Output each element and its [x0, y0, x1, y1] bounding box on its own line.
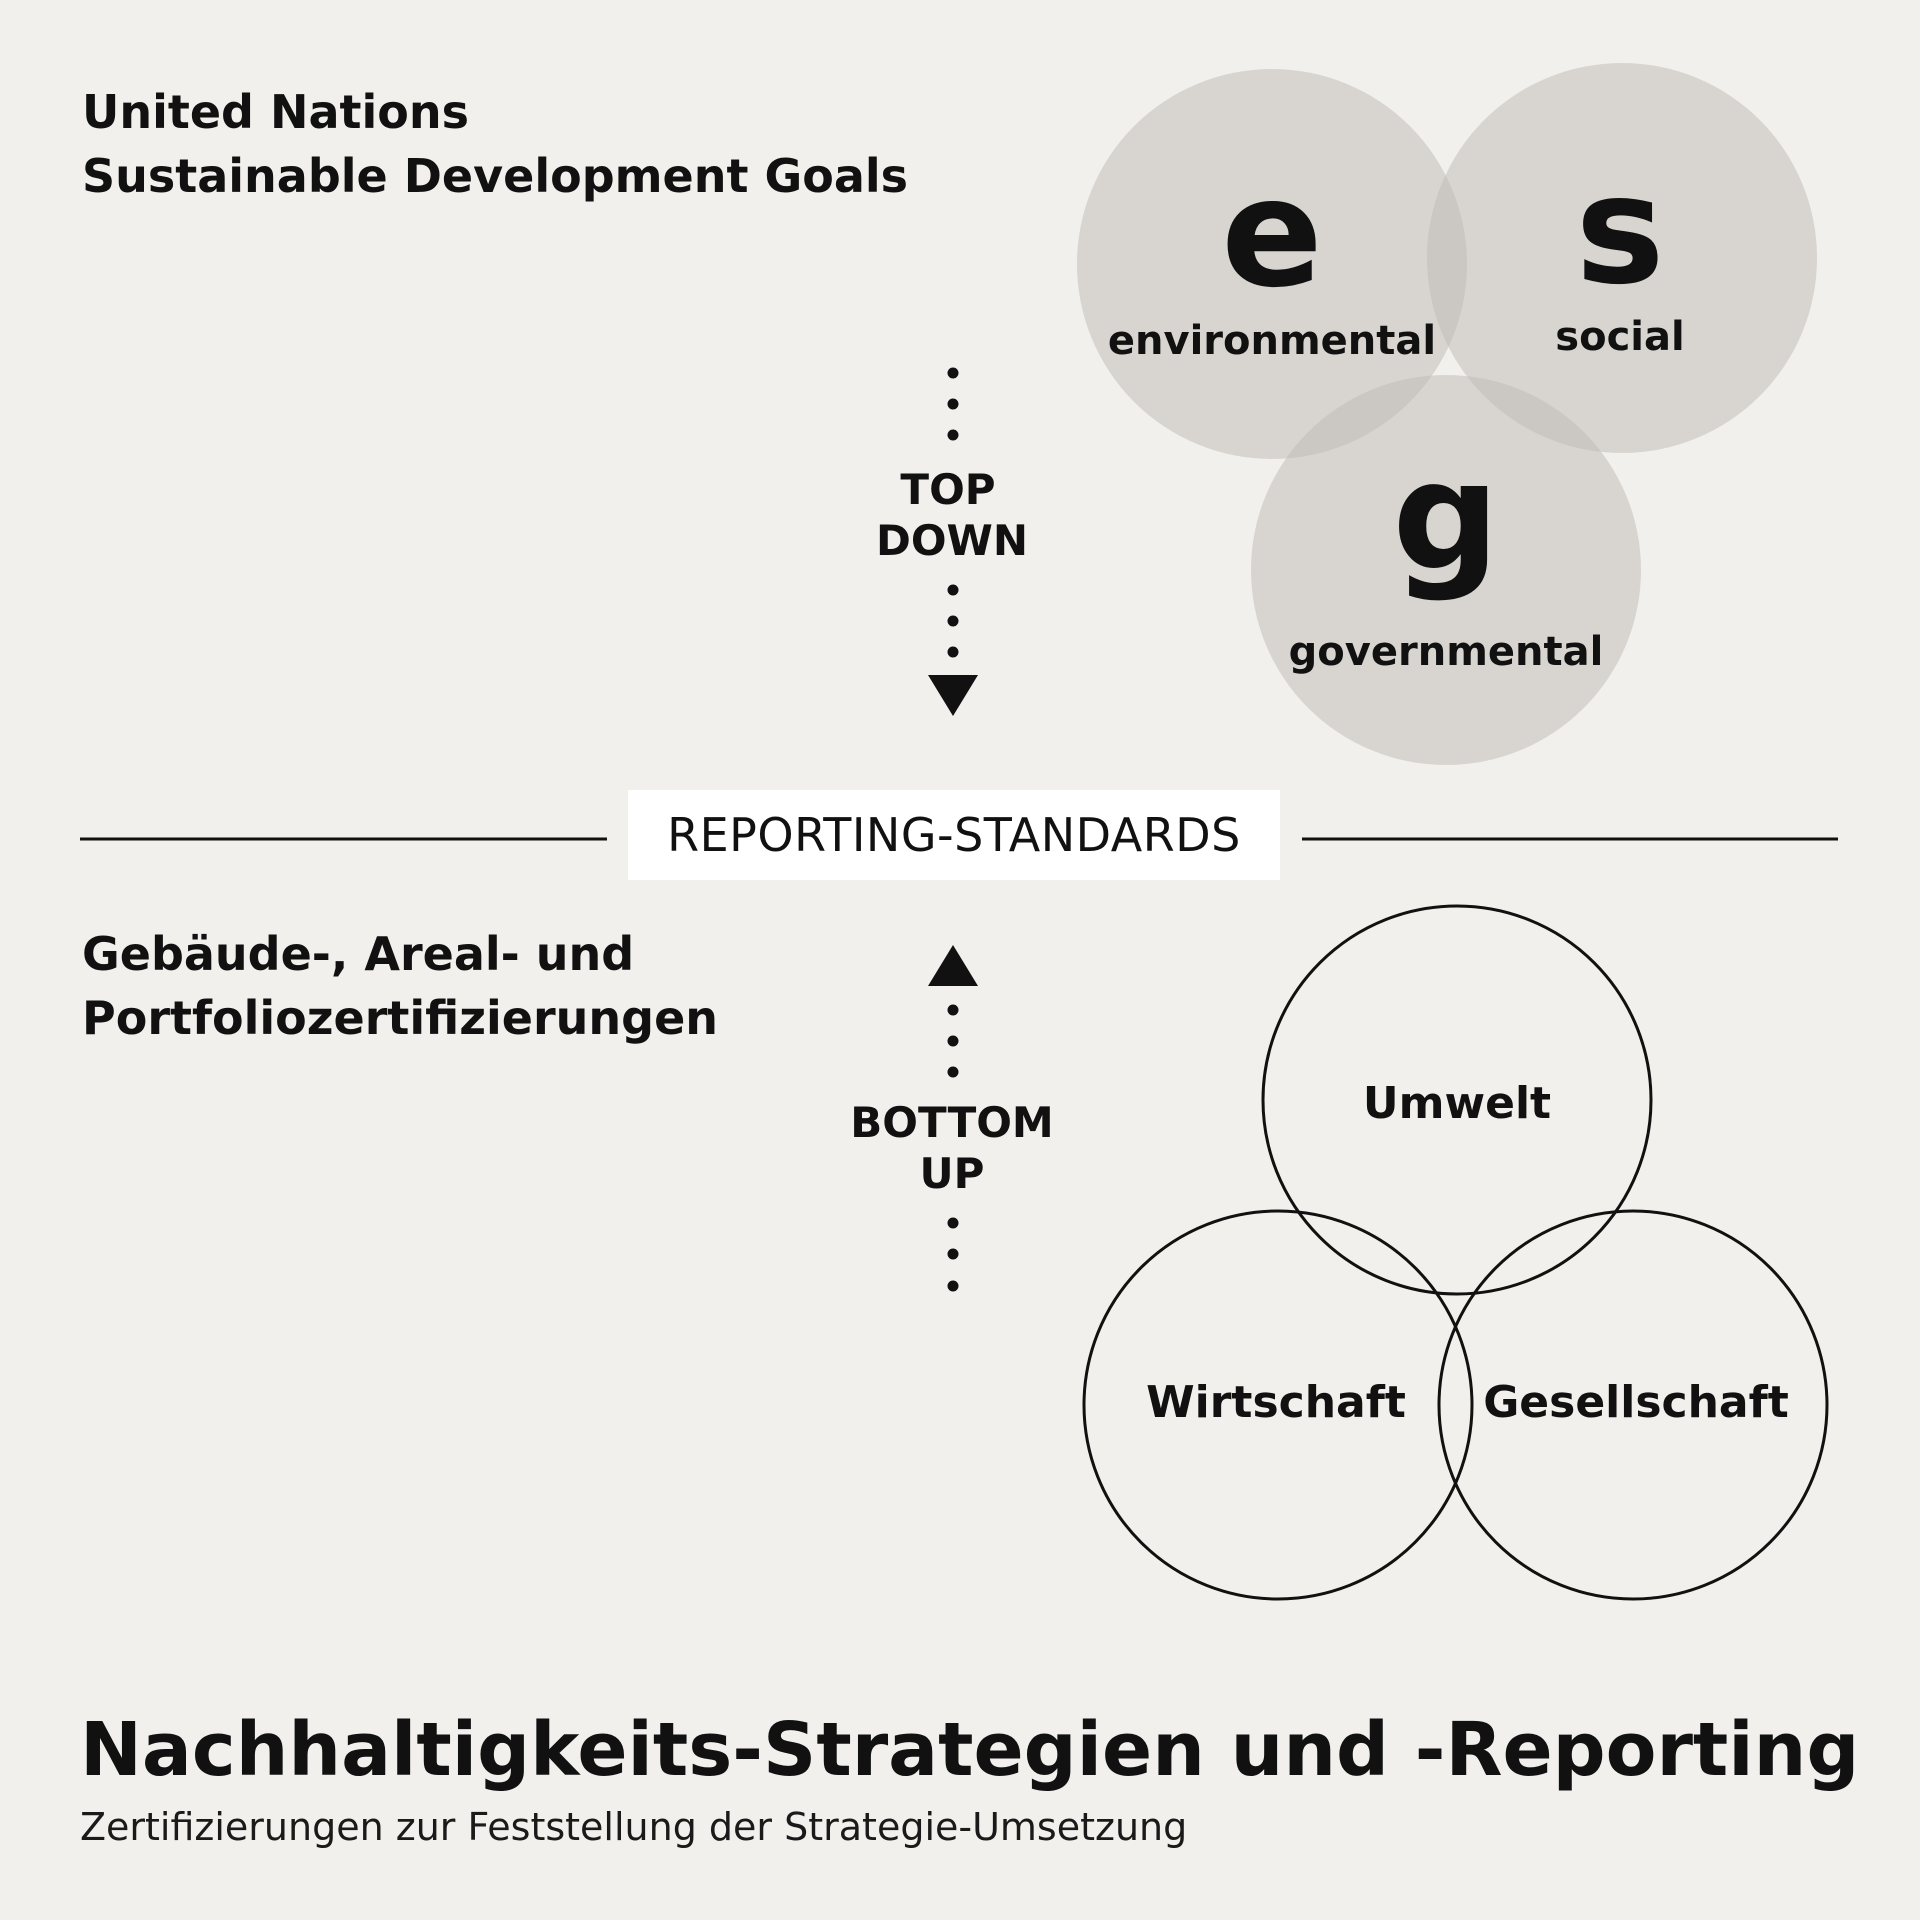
esg-letter-s: s: [1575, 144, 1664, 318]
top-down-dot: [947, 646, 959, 658]
top-down-arrow: [928, 367, 978, 716]
pillar-circle-gesellschaft: [1437, 1209, 1829, 1601]
pillar-circle-umwelt: [1261, 904, 1653, 1296]
up-arrowhead-icon: [928, 945, 978, 986]
reporting-standards-box: REPORTING-STANDARDS: [628, 790, 1280, 880]
un-sdg-heading-line2: Sustainable Development Goals: [82, 149, 909, 203]
esg-venn: [1077, 63, 1817, 765]
un-sdg-heading-line1: United Nations: [82, 85, 470, 139]
top-down-label-line1: TOP: [900, 465, 995, 514]
esg-label-social: social: [1555, 314, 1684, 360]
pillar-label-gesellschaft: Gesellschaft: [1483, 1377, 1789, 1428]
reporting-standards-label: REPORTING-STANDARDS: [667, 808, 1241, 862]
bottom-up-dot: [947, 1035, 959, 1047]
certifications-heading: Gebäude-, Areal- und Portfoliozertifizie…: [82, 922, 718, 1050]
pillar-circle-wirtschaft: [1082, 1209, 1474, 1601]
esg-letter-g: g: [1392, 430, 1499, 604]
esg-letter-e: e: [1221, 147, 1323, 321]
esg-circle-social: [1427, 63, 1817, 453]
un-sdg-heading: United Nations Sustainable Development G…: [82, 80, 908, 208]
bottom-up-dot: [947, 1004, 959, 1016]
bottom-up-dot: [947, 1280, 959, 1292]
top-down-dot: [947, 615, 959, 627]
top-down-dot: [947, 367, 959, 379]
top-down-dot: [947, 429, 959, 441]
esg-label-governmental: governmental: [1289, 629, 1604, 675]
bottom-up-dot: [947, 1217, 959, 1229]
certifications-heading-line2: Portfoliozertifizierungen: [82, 991, 719, 1045]
pillar-label-wirtschaft: Wirtschaft: [1146, 1377, 1406, 1428]
down-arrowhead-icon: [928, 675, 978, 716]
top-down-label-line2: DOWN: [876, 516, 1028, 565]
top-down-dot: [947, 398, 959, 410]
esg-circle-governmental: [1251, 375, 1641, 765]
top-down-dot: [947, 584, 959, 596]
bottom-up-label-line2: UP: [920, 1149, 985, 1198]
page-subtitle: Zertifizierungen zur Feststellung der St…: [80, 1805, 1188, 1849]
bottom-up-arrow: [928, 945, 978, 1292]
esg-label-environmental: environmental: [1108, 318, 1436, 364]
certifications-heading-line1: Gebäude-, Areal- und: [82, 927, 635, 981]
bottom-up-label-line1: BOTTOM: [850, 1098, 1053, 1147]
esg-circle-environmental: [1077, 69, 1467, 459]
pillar-label-umwelt: Umwelt: [1363, 1078, 1551, 1129]
bottom-up-dot: [947, 1066, 959, 1078]
pillars-venn: [1082, 904, 1829, 1601]
page-title: Nachhaltigkeits-Strategien und -Reportin…: [80, 1707, 1860, 1793]
bottom-up-dot: [947, 1248, 959, 1260]
